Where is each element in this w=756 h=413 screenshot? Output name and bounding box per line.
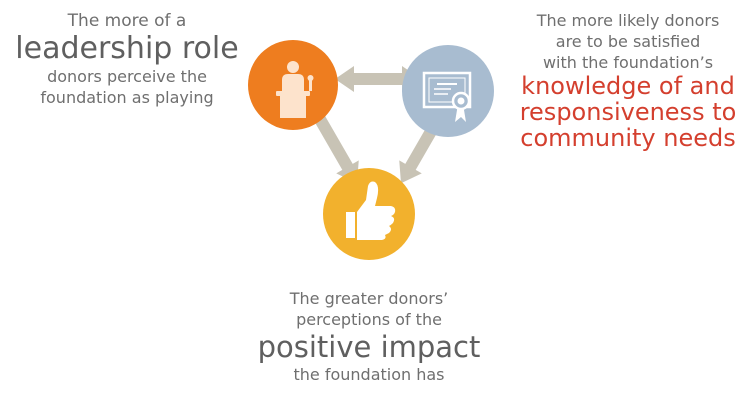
thumbs-up-icon [346, 181, 396, 240]
satisfaction-text-block: The more likely donors are to be satisfi… [500, 10, 756, 151]
leadership-intro: The more of a [67, 11, 187, 31]
satisfaction-node [402, 45, 494, 137]
impact-text-block: The greater donors’ perceptions of the p… [234, 288, 504, 385]
satisfaction-emphasis-2: responsiveness to [519, 98, 737, 126]
leadership-emphasis: leadership role [15, 31, 239, 66]
satisfaction-line2: are to be satisfied [555, 32, 701, 51]
leadership-text-block: The more of a leadership role donors per… [0, 10, 254, 108]
impact-node [323, 168, 415, 260]
satisfaction-emphasis-1: knowledge of and [521, 72, 735, 100]
impact-line1: The greater donors’ [289, 289, 449, 308]
impact-line4: the foundation has [293, 365, 445, 384]
leadership-line4: foundation as playing [40, 88, 214, 107]
podium-speaker-icon [276, 61, 314, 118]
certificate-icon [422, 71, 472, 122]
satisfaction-emphasis-3: community needs [520, 124, 736, 152]
impact-emphasis: positive impact [257, 330, 481, 364]
satisfaction-line1: The more likely donors [536, 11, 720, 30]
leadership-line3: donors perceive the [47, 67, 207, 86]
arrow-leadership-satisfaction [335, 66, 421, 92]
impact-line2: perceptions of the [296, 310, 442, 329]
leadership-node [248, 40, 338, 130]
satisfaction-line3: with the foundation’s [542, 53, 714, 72]
